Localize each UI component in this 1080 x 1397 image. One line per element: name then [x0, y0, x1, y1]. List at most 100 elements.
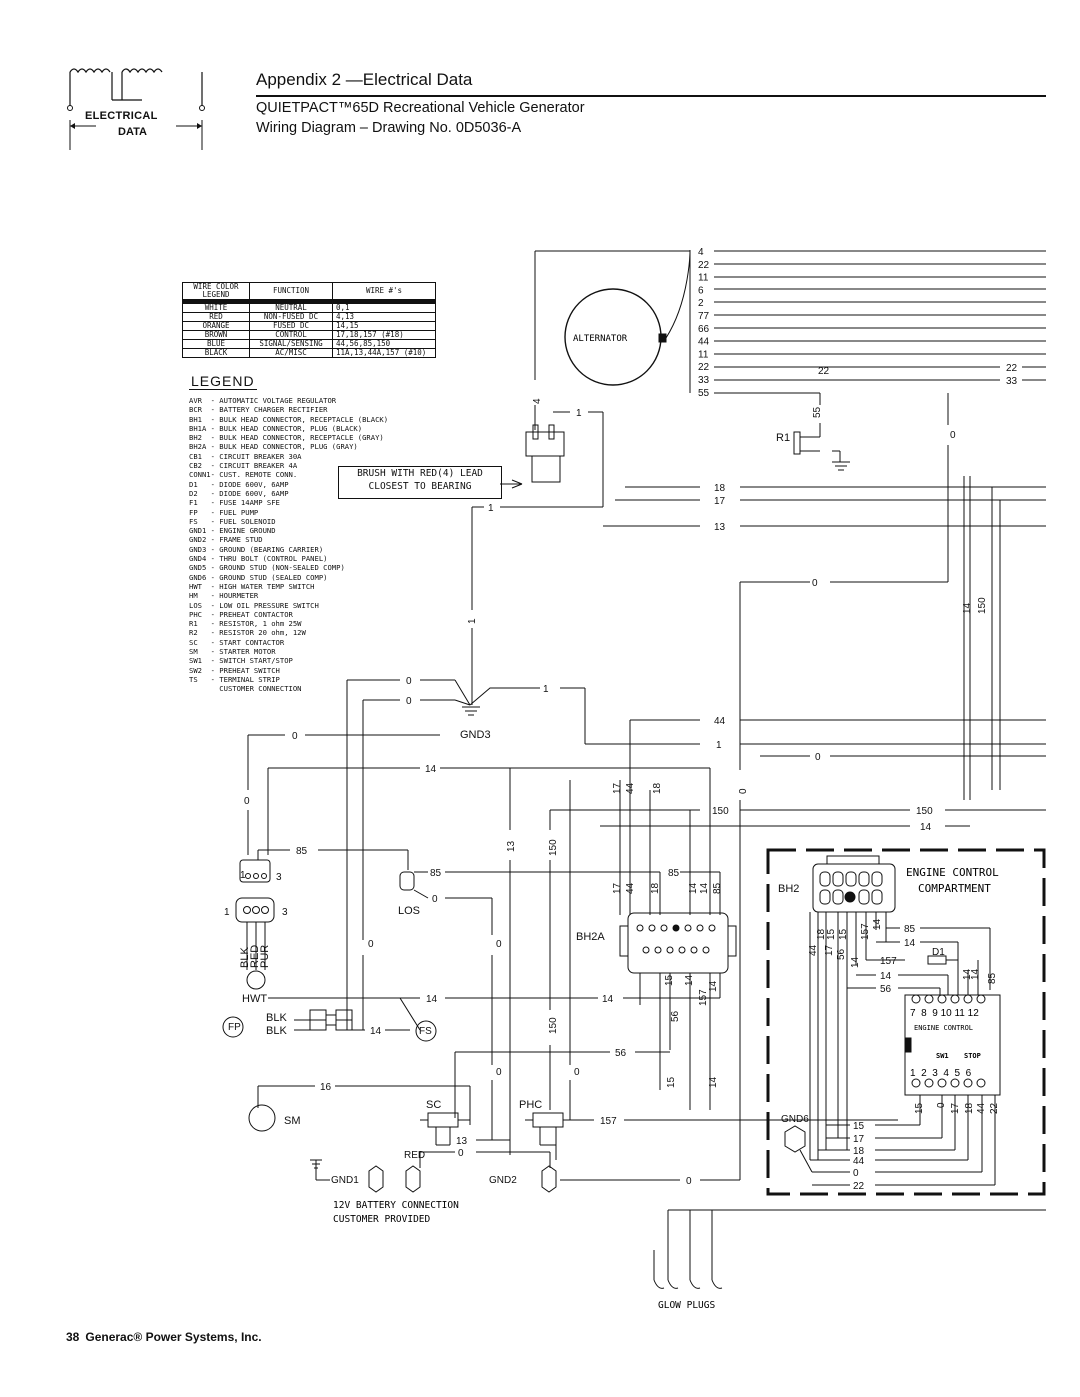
ts-side-connector — [904, 1037, 912, 1053]
svg-text:0: 0 — [950, 430, 956, 441]
brush-terminal — [532, 424, 539, 440]
svg-text:85: 85 — [712, 882, 723, 894]
svg-text:18: 18 — [650, 882, 661, 894]
svg-text:0: 0 — [406, 696, 412, 707]
electrical-data-logo — [67, 68, 205, 150]
svg-text:18: 18 — [853, 1146, 865, 1157]
svg-text:0: 0 — [738, 788, 749, 794]
svg-text:0: 0 — [936, 1102, 947, 1108]
alternator-wire-label: 33 — [698, 375, 710, 386]
engine-control-label: ENGINE CONTROL — [906, 866, 999, 879]
alternator-wire-label: 4 — [698, 247, 704, 258]
alternator-wire-label: 77 — [698, 311, 710, 322]
legend-item: SW1 - SWITCH START/STOP — [189, 656, 293, 666]
los-switch — [399, 871, 415, 891]
svg-text:4: 4 — [532, 398, 543, 404]
ts-top-terminals — [911, 994, 986, 1004]
legend-item: BH1 - BULK HEAD CONNECTOR, RECEPTACLE (B… — [189, 414, 389, 424]
legend-title: LEGEND — [191, 373, 255, 389]
svg-text:17: 17 — [612, 882, 623, 894]
legend-item: AVR - AUTOMATIC VOLTAGE REGULATOR — [189, 396, 337, 405]
alternator-connector — [658, 333, 667, 343]
svg-text:15: 15 — [666, 1076, 677, 1088]
bh2-connector — [812, 863, 896, 913]
svg-text:15: 15 — [838, 928, 849, 940]
fuel-pump — [222, 1016, 244, 1038]
legend-item: BH2A - BULK HEAD CONNECTOR, PLUG (GRAY) — [189, 442, 358, 452]
alternator-wire-label: 44 — [698, 337, 710, 348]
preheat-contactor — [532, 1112, 564, 1128]
wire-label: 22 — [818, 366, 830, 377]
svg-text:14: 14 — [962, 602, 973, 614]
fs-label: FS — [419, 1026, 432, 1037]
svg-text:17: 17 — [714, 496, 726, 507]
legend-item: GND4 - THRU BOLT (CONTROL PANEL) — [189, 554, 328, 564]
legend-item: GND1 - ENGINE GROUND — [189, 526, 276, 536]
page-subtitle: QUIETPACT™65D Recreational Vehicle Gener… — [256, 100, 585, 116]
svg-text:1: 1 — [543, 684, 549, 695]
alternator-wire-label: 2 — [698, 298, 704, 309]
bh2-top — [826, 855, 880, 865]
hwt-label: HWT — [242, 993, 267, 1005]
legend-item: D2 - DIODE 600V, 6AMP — [189, 488, 289, 498]
legend-item: CB1 - CIRCUIT BREAKER 30A — [189, 451, 302, 461]
svg-text:0: 0 — [292, 731, 298, 742]
legend-item: PHC - PREHEAT CONTACTOR — [189, 609, 293, 619]
ts-bottom-terminals — [911, 1078, 986, 1088]
svg-text:56: 56 — [615, 1048, 627, 1059]
engine-control-compartment — [766, 848, 1046, 1196]
bh2a-latch — [619, 925, 629, 957]
hwt-switch — [246, 970, 266, 990]
gnd1-label: GND1 — [331, 1175, 359, 1186]
svg-text:0: 0 — [432, 894, 438, 905]
svg-text:13: 13 — [714, 522, 726, 533]
legend-item: R2 - RESISTOR 20 ohm, 12W — [189, 628, 306, 638]
svg-text:14: 14 — [970, 968, 981, 980]
ts-engine-control-label: ENGINE CONTROL — [914, 1024, 973, 1032]
legend-item: SM - STARTER MOTOR — [189, 647, 276, 657]
svg-text:14: 14 — [904, 938, 916, 949]
svg-text:17: 17 — [824, 944, 835, 956]
hwt-wire-pur: PUR — [259, 945, 271, 968]
svg-text:0: 0 — [812, 578, 818, 589]
svg-text:157: 157 — [880, 956, 897, 967]
brush-terminal — [548, 424, 555, 440]
fp-blk-label: BLK — [266, 1012, 287, 1024]
svg-text:0: 0 — [815, 752, 821, 763]
svg-text:14: 14 — [699, 882, 710, 894]
svg-text:0: 0 — [496, 1067, 502, 1078]
legend-item: D1 - DIODE 600V, 6AMP — [189, 479, 289, 489]
svg-text:0: 0 — [853, 1168, 859, 1179]
svg-text:14: 14 — [962, 968, 973, 980]
svg-text:44: 44 — [625, 882, 636, 894]
start-contactor — [427, 1112, 459, 1128]
legend-item: FS - FUEL SOLENOID — [189, 516, 276, 526]
d1-label: D1 — [932, 947, 945, 958]
svg-text:14: 14 — [688, 882, 699, 894]
legend-item: BH1A - BULK HEAD CONNECTOR, PLUG (BLACK) — [189, 423, 363, 433]
alternator-label: ALTERNATOR — [573, 334, 628, 344]
bh2a-label: BH2A — [576, 931, 605, 943]
svg-text:16: 16 — [320, 1082, 332, 1093]
svg-text:85: 85 — [668, 868, 680, 879]
svg-text:85: 85 — [430, 868, 442, 879]
los-label: LOS — [398, 905, 420, 917]
gnd6-label: GND6 — [781, 1114, 809, 1125]
battery-note-1: 12V BATTERY CONNECTION — [333, 1200, 459, 1211]
svg-text:14: 14 — [880, 971, 892, 982]
svg-text:0: 0 — [686, 1176, 692, 1187]
svg-text:14: 14 — [370, 1026, 382, 1037]
svg-text:15: 15 — [826, 928, 837, 940]
vertical-wire-labels: 55 14 150 1 17 44 18 0 13 150 17 44 18 1… — [467, 398, 1000, 1114]
svg-text:3: 3 — [276, 872, 282, 883]
fp-label: FP — [228, 1022, 241, 1033]
stop-label: STOP — [964, 1052, 981, 1060]
alternator-wire-label: 11 — [698, 349, 709, 360]
alternator-wire-label: 55 — [698, 388, 710, 399]
bh2a-connector — [627, 912, 729, 974]
brush-holder — [525, 431, 565, 457]
